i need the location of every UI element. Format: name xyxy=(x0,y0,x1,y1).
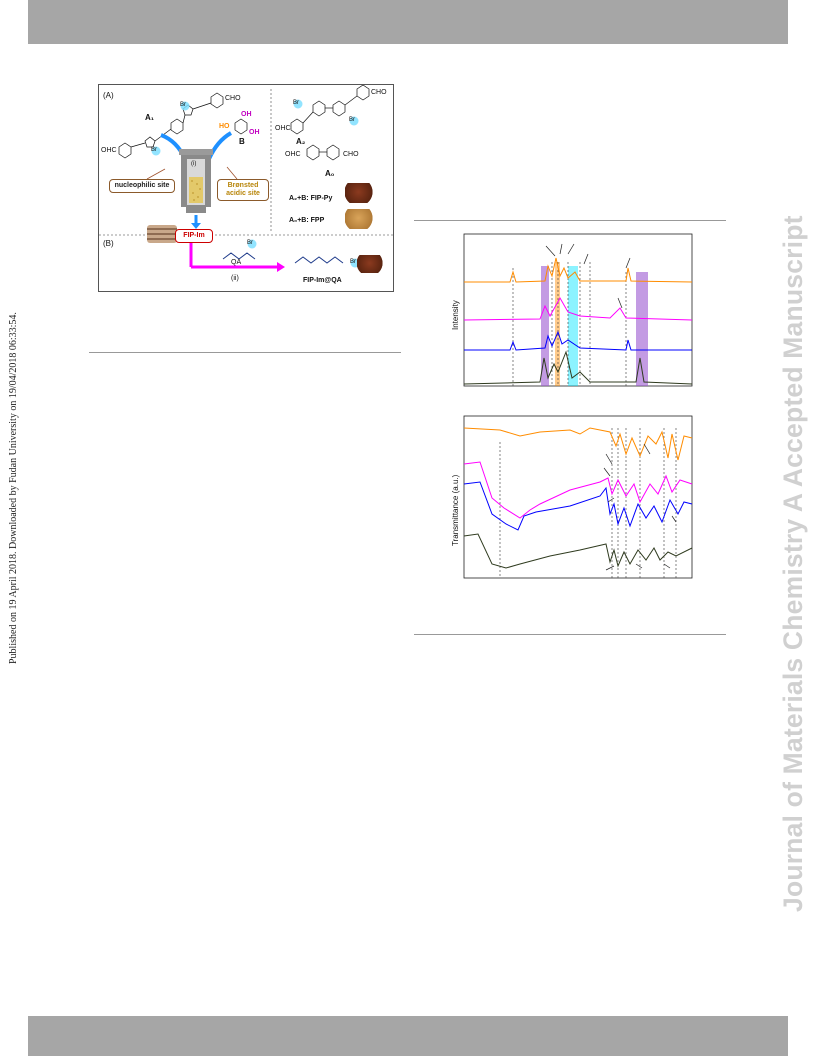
synthesis-scheme: (A) (B) A₁ A₂ A₀ B OHC CHO OHC CHO OHC C… xyxy=(98,84,394,292)
ftir-trace-4 xyxy=(463,533,693,569)
scheme-graphics xyxy=(99,85,393,272)
bromide-6: Br xyxy=(350,259,356,265)
cho-group-2: CHO xyxy=(225,95,241,102)
fip-im-label: FIP-Im xyxy=(175,229,213,243)
xrd-plot xyxy=(463,233,693,387)
panel-a-label: (A) xyxy=(103,91,114,100)
molecule-b-label: B xyxy=(239,137,245,146)
bromide-1: Br xyxy=(180,102,186,108)
cho-group-4: CHO xyxy=(371,89,387,96)
ftir-figure: Transmittance (a.u.) xyxy=(440,414,696,584)
oh-group-2: HO xyxy=(219,123,230,130)
panel-b-label: (B) xyxy=(103,239,114,248)
ftir-trace-3 xyxy=(463,481,693,531)
ftir-plot xyxy=(463,415,693,579)
publication-notice-text: Published on 19 April 2018. Downloaded b… xyxy=(8,312,19,664)
cho-group-6: CHO xyxy=(343,151,359,158)
fpp-photo xyxy=(345,209,375,229)
header-bar xyxy=(28,0,788,44)
cho-group-3: OHC xyxy=(275,125,291,132)
xrd-trace-4 xyxy=(463,350,693,385)
fip-py-photo xyxy=(345,183,375,203)
fip-py-label: A₂+B: FIP-Py xyxy=(289,195,333,202)
journal-watermark-text: Journal of Materials Chemistry A Accepte… xyxy=(778,215,808,912)
bromide-5: Br xyxy=(247,240,253,246)
oh-group-3: OH xyxy=(249,129,260,136)
bromide-2: Br xyxy=(151,147,157,153)
fip-im-qa-photo xyxy=(357,255,385,273)
oh-group-1: OH xyxy=(241,111,252,118)
molecule-a2-label: A₂ xyxy=(296,137,306,146)
bromide-4: Br xyxy=(349,117,355,123)
cho-group-1: OHC xyxy=(101,147,117,154)
footer-bar xyxy=(28,1016,788,1056)
xrd-figure: Intensity xyxy=(440,232,696,396)
molecule-a0-label: A₀ xyxy=(325,169,335,178)
bromide-3: Br xyxy=(293,100,299,106)
step-ii-label: (ii) xyxy=(231,275,239,282)
xrd-trace-1 xyxy=(464,257,693,283)
journal-watermark: Journal of Materials Chemistry A Accepte… xyxy=(770,0,816,1056)
publication-notice: Published on 19 April 2018. Downloaded b… xyxy=(0,0,40,1056)
xrd-trace-2 xyxy=(463,296,693,321)
molecule-a1-label: A₁ xyxy=(145,113,155,122)
caption-rule-right-bottom xyxy=(414,634,726,635)
caption-rule-right-top xyxy=(414,220,726,221)
xrd-ylabel: Intensity xyxy=(451,300,460,330)
nucleophilic-site-callout: nucleophilic site xyxy=(109,179,175,193)
fip-im-qa-label: FIP-Im@QA xyxy=(303,277,342,284)
fpp-label: A₀+B: FPP xyxy=(289,217,325,224)
vessel-step-label: (i) xyxy=(191,161,197,167)
ftir-ylabel: Transmittance (a.u.) xyxy=(451,474,460,546)
fip-im-layered-image xyxy=(147,225,177,243)
caption-rule-left xyxy=(89,352,401,353)
qa-label: QA xyxy=(231,259,242,266)
ftir-trace-2 xyxy=(463,461,693,519)
ftir-trace-1 xyxy=(463,427,693,461)
xrd-trace-3 xyxy=(464,330,692,351)
cho-group-5: OHC xyxy=(285,151,301,158)
bronsted-acid-site-callout: Brønsted acidic site xyxy=(217,179,269,201)
